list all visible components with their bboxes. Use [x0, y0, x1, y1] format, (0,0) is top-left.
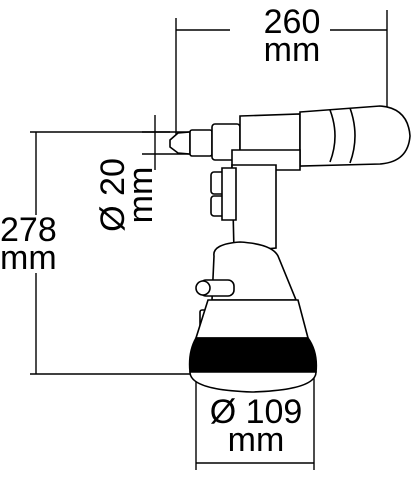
nozzle-diameter-label: Ø 20 mm: [82, 150, 172, 240]
handle: [231, 164, 277, 253]
base-foot: [189, 371, 317, 393]
base-diameter-label: Ø 109 mm: [196, 393, 316, 459]
base-body: [194, 299, 310, 339]
base-band: [188, 337, 318, 373]
width-value: 260: [263, 3, 321, 41]
nozzle-collar: [189, 129, 213, 157]
cylinder-cap-line: [329, 109, 336, 163]
nozzle-diameter-unit: mm: [122, 166, 160, 224]
air-valve-knob: [195, 280, 211, 296]
base-diameter-value: Ø 109: [209, 393, 303, 431]
width-dimension-label: 260 mm: [242, 3, 342, 69]
height-unit: mm: [0, 239, 57, 277]
height-value: 278: [0, 211, 57, 249]
width-unit: mm: [263, 31, 321, 69]
cylinder-cap-line-2: [349, 107, 356, 164]
base-diameter-unit: mm: [227, 421, 285, 459]
nozzle-tip: [169, 131, 191, 155]
height-dimension-label: 278 mm: [0, 211, 72, 277]
trigger-housing: [221, 167, 237, 221]
